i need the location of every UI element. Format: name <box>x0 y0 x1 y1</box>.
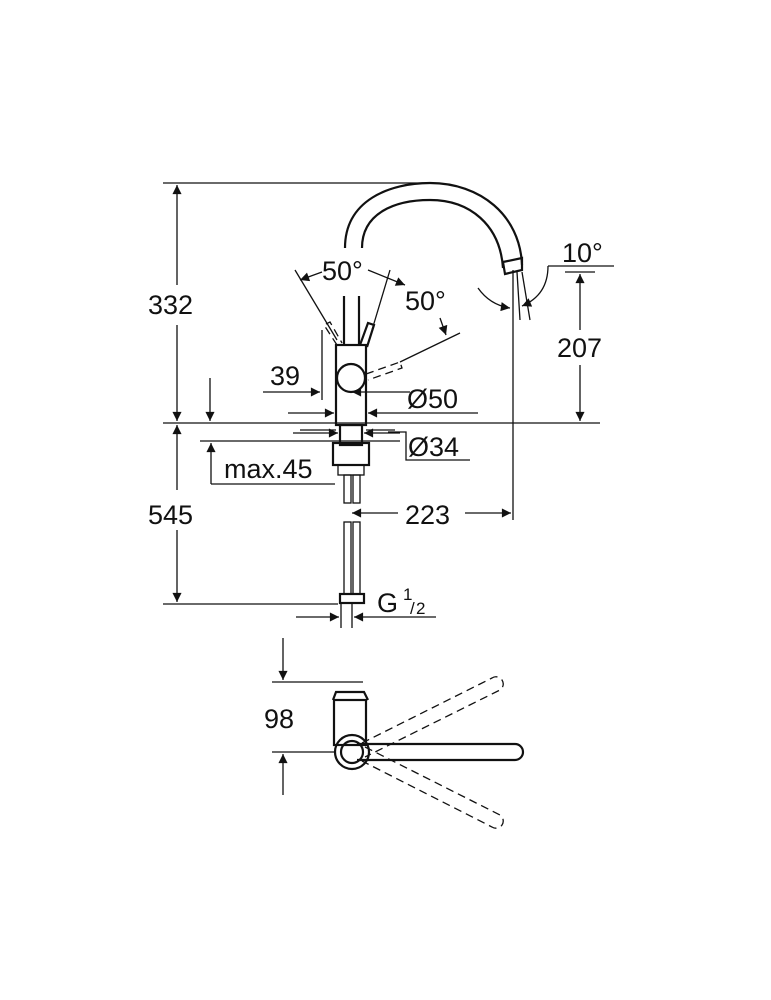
spout-angle-dimension: 10° <box>477 238 614 321</box>
hose-length-545-dimension: 545 <box>148 425 338 605</box>
thread-numerator: 1 <box>403 585 412 604</box>
thread-denominator: 2 <box>416 599 425 618</box>
spout-angle-label: 10° <box>562 238 603 268</box>
lever-angle-dimensions: 50° 50° <box>299 256 448 336</box>
max-thickness-dimension: max.45 <box>206 443 335 485</box>
spout <box>343 181 524 276</box>
top-view: 98 <box>264 638 525 829</box>
body-diameter-label: Ø50 <box>407 384 458 414</box>
body-diameter-dimension: Ø50 <box>205 378 478 421</box>
spout-reach-223-dimension: 223 <box>352 500 511 530</box>
height-332-label: 332 <box>148 290 193 320</box>
spout-height-207-label: 207 <box>557 333 602 363</box>
hose-length-545-label: 545 <box>148 500 193 530</box>
thread-dimension: G 1 / 2 <box>296 585 436 622</box>
height-332-dimension: 332 <box>148 185 193 421</box>
hole-diameter-label: Ø34 <box>408 432 459 462</box>
top-view-depth-label: 98 <box>264 704 294 734</box>
lever-angle-right-label: 50° <box>405 286 446 316</box>
max-thickness-label: max.45 <box>224 454 313 484</box>
side-view: 332 50° 50° <box>148 181 614 628</box>
spout-height-207-dimension: 207 <box>557 271 602 421</box>
thread-label: G <box>377 588 398 618</box>
lever-offset-39-label: 39 <box>270 361 300 391</box>
lever-angle-left-label: 50° <box>322 256 363 286</box>
lever-offset-39-dimension: 39 <box>263 330 410 400</box>
mounting-assembly: Ø34 <box>200 423 470 476</box>
supply-hoses <box>338 474 366 628</box>
spout-reach-223-label: 223 <box>405 500 450 530</box>
thread-slash: / <box>410 599 415 618</box>
